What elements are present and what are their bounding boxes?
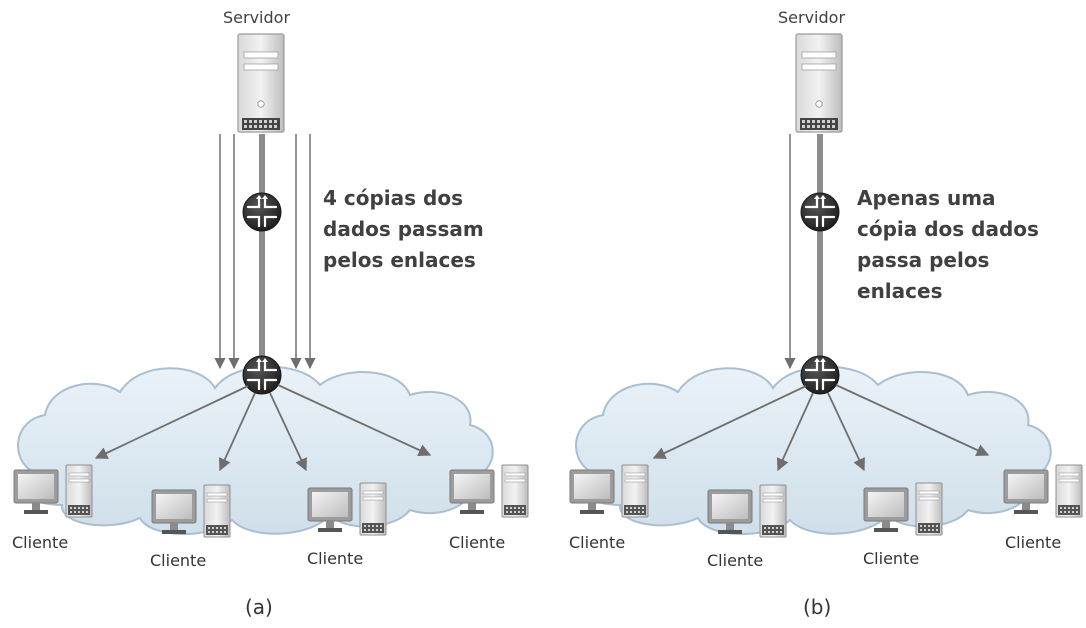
distribution-arrow [218, 392, 256, 472]
copies-note-line: cópia dos dados [857, 217, 1039, 241]
distribution-arrow [269, 392, 307, 472]
copies-note: 4 cópias dos dados passam pelos enlaces [323, 183, 484, 276]
copies-note-line: Apenas uma [857, 186, 996, 210]
client-computer-icon [307, 482, 387, 536]
server-label: Servidor [223, 8, 291, 27]
client-label: Cliente [150, 551, 207, 570]
panel-caption: (a) [245, 595, 273, 619]
distribution-arrow [652, 385, 807, 459]
distribution-arrow [835, 384, 990, 456]
router-icon [241, 191, 283, 233]
client-computer-icon [13, 464, 93, 518]
client-label: Cliente [707, 551, 764, 570]
panel-a [13, 33, 529, 538]
router-icon [799, 191, 841, 233]
panel-b [569, 33, 1083, 538]
router-icon [799, 354, 841, 396]
router-icon [241, 354, 283, 396]
distribution-arrow [277, 384, 432, 456]
distribution-arrow [776, 392, 814, 472]
copies-note-line: 4 cópias dos [323, 186, 463, 210]
client-label: Cliente [569, 533, 626, 552]
panel-caption: (b) [803, 595, 832, 619]
server-label: Servidor [778, 8, 846, 27]
copies-note-line: passa pelos [857, 248, 990, 272]
client-computer-icon [1003, 464, 1083, 518]
client-label: Cliente [863, 549, 920, 568]
server-icon [237, 33, 285, 133]
copies-note: Apenas uma cópia dos dados passa pelos e… [857, 183, 1039, 307]
client-computer-icon [863, 482, 943, 536]
client-label: Cliente [12, 533, 69, 552]
client-computer-icon [569, 464, 649, 518]
copies-note-line: pelos enlaces [323, 248, 476, 272]
server-icon [795, 33, 843, 133]
distribution-arrow [827, 392, 865, 472]
client-label: Cliente [1005, 533, 1062, 552]
copies-note-line: enlaces [857, 279, 943, 303]
distribution-arrow [94, 385, 249, 459]
client-label: Cliente [307, 549, 364, 568]
copies-note-line: dados passam [323, 217, 484, 241]
client-computer-icon [449, 464, 529, 518]
client-label: Cliente [449, 533, 506, 552]
